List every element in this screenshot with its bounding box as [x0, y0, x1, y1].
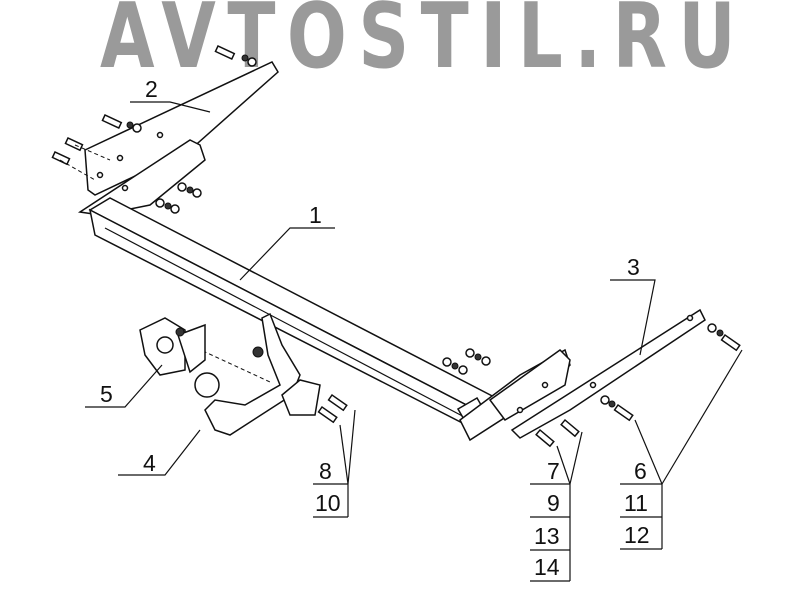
callout-13: 13: [534, 523, 560, 549]
bolts-bracket-3: [317, 323, 741, 448]
callout-12: 12: [624, 522, 650, 548]
callout-5: 5: [100, 381, 113, 407]
part-5-socket-bracket: [139, 317, 206, 376]
callout-4: 4: [143, 450, 156, 476]
callout-7: 7: [547, 458, 560, 484]
callout-10: 10: [315, 490, 341, 516]
part-3-bracket: [488, 308, 706, 439]
callout-14: 14: [534, 554, 560, 580]
callout-3: 3: [627, 254, 640, 280]
bolts-bracket-2: [51, 45, 257, 214]
callout-1: 1: [309, 202, 322, 228]
callout-9: 9: [547, 490, 560, 516]
callout-leaders: [85, 101, 743, 582]
part-2-bracket: [77, 61, 279, 216]
part-4-tow-ball: [189, 312, 321, 436]
callout-2: 2: [145, 76, 158, 102]
callout-6: 6: [634, 458, 647, 484]
watermark-logo: AVTOSTIL.RU: [100, 0, 748, 90]
callout-8: 8: [319, 458, 332, 484]
callout-11: 11: [624, 490, 648, 516]
